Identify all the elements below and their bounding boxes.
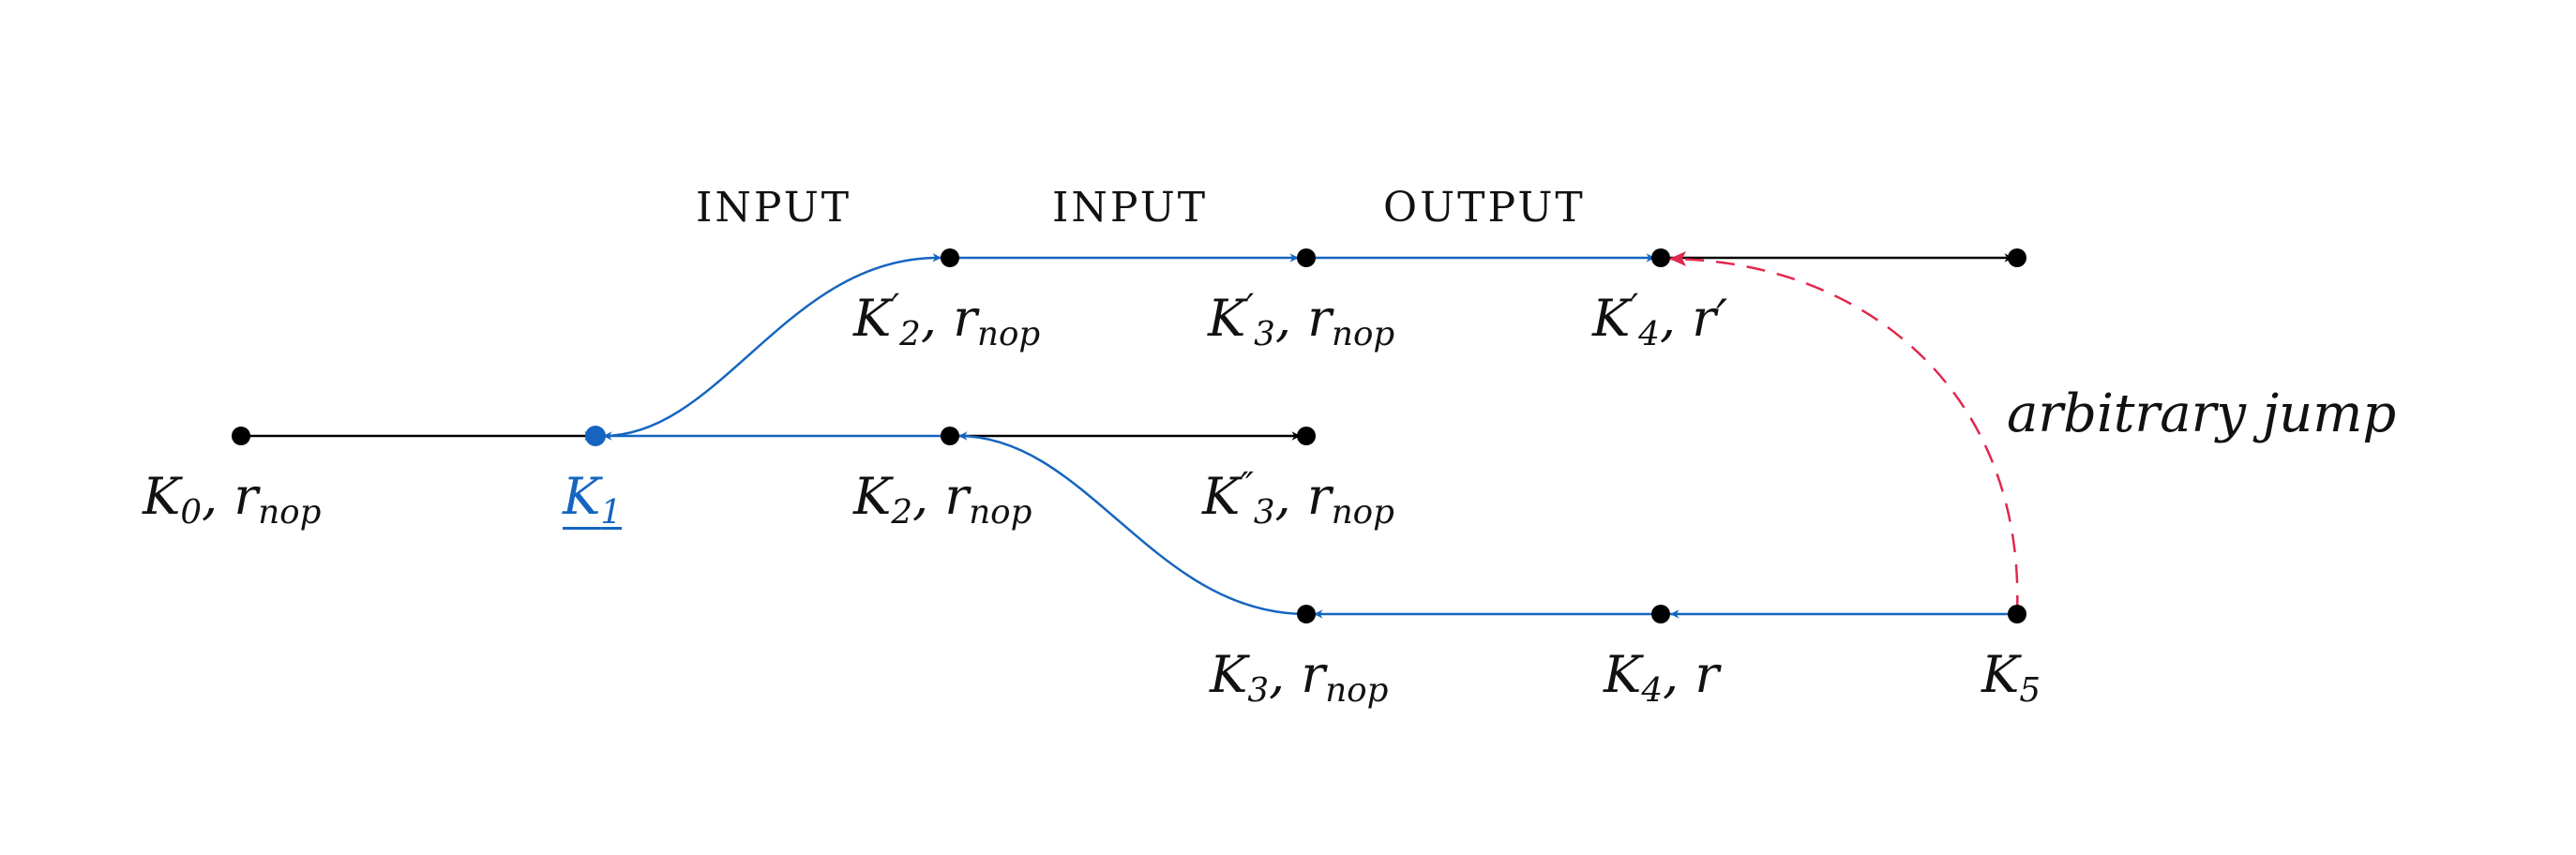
edge-label-input-1: INPUT <box>696 184 852 232</box>
node-end <box>2008 248 2026 267</box>
label-k1: K1 <box>563 467 623 532</box>
node-k3 <box>1297 605 1316 623</box>
label-k2p: K′2, rnop <box>853 287 1041 353</box>
label-k2: K2, rnop <box>853 467 1032 532</box>
edge-label-output: OUTPUT <box>1383 184 1586 232</box>
label-k3p: K′3, rnop <box>1208 287 1395 353</box>
label-k3: K3, rnop <box>1210 645 1389 710</box>
node-k3p <box>1297 248 1316 267</box>
node-k1 <box>585 426 606 446</box>
node-k4p <box>1651 248 1670 267</box>
node-k5 <box>2008 605 2026 623</box>
label-k5: K5 <box>1981 645 2041 710</box>
edge-k1-k2p <box>602 253 942 438</box>
edge-k3-k2 <box>957 431 1307 616</box>
annotation-arbitrary-jump: arbitrary jump <box>2007 383 2397 444</box>
jump-arrowhead <box>1669 251 1686 266</box>
label-k4: K4, r <box>1604 645 1720 710</box>
label-k4p: K′4, r′ <box>1592 287 1728 353</box>
node-k0 <box>232 427 250 445</box>
label-k0: K0, rnop <box>143 467 322 532</box>
edge-k5-k4p-jump <box>1668 257 2019 615</box>
label-k3pp: K″3, rnop <box>1202 465 1394 532</box>
edge-label-input-2: INPUT <box>1052 184 1209 232</box>
node-k2p <box>941 248 959 267</box>
node-k3pp <box>1297 427 1316 445</box>
node-k4 <box>1651 605 1670 623</box>
node-k2 <box>941 427 959 445</box>
